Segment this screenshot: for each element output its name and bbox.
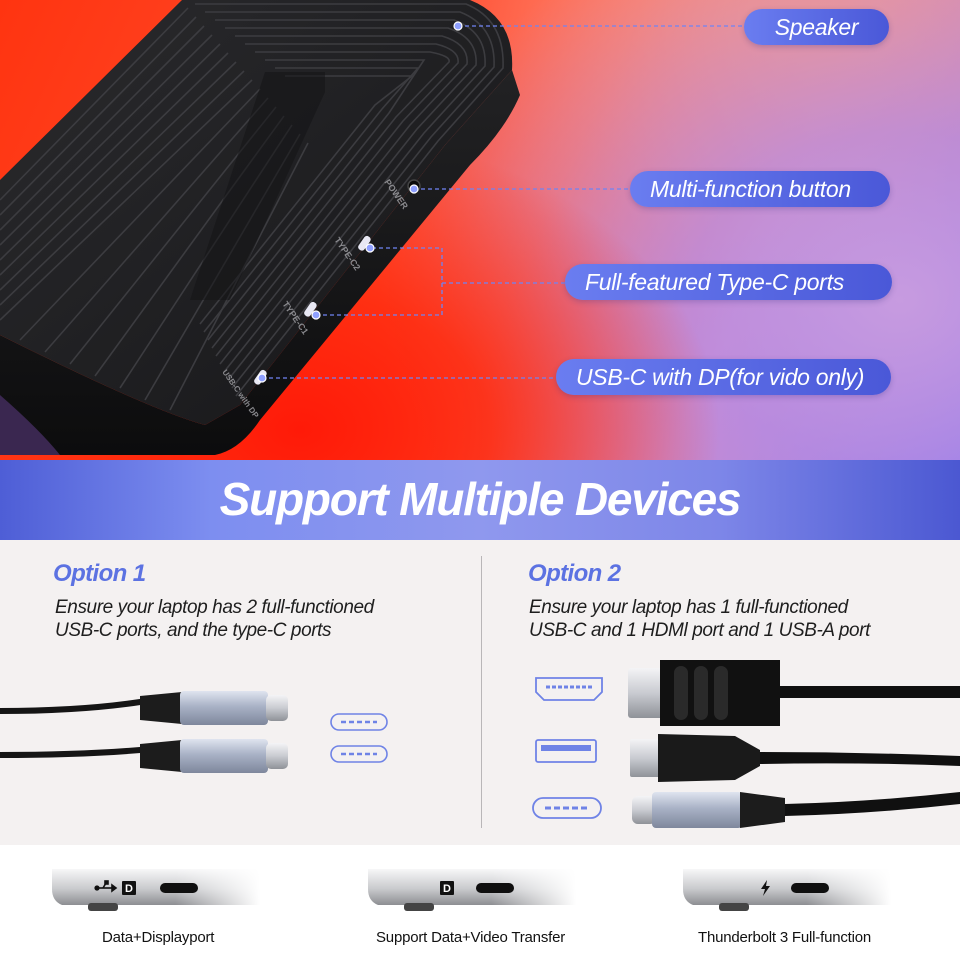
multi-function-button-callout: Multi-function button xyxy=(630,171,890,207)
type-c-ports-callout: Full-featured Type-C ports xyxy=(565,264,892,300)
hdmi-cable xyxy=(628,660,960,726)
svg-text:D: D xyxy=(125,883,133,895)
hdmi-port-icon xyxy=(535,677,603,701)
usb-a-port-icon xyxy=(535,739,597,763)
options-divider xyxy=(481,556,482,828)
option-1-description-line-1: Ensure your laptop has 2 full-functioned xyxy=(55,597,374,618)
options-section: Option 1 Ensure your laptop has 2 full-f… xyxy=(0,540,960,845)
thunderbolt-icon xyxy=(761,880,770,896)
laptop-caption-2: Support Data+Video Transfer xyxy=(376,929,566,946)
support-banner: Support Multiple Devices xyxy=(0,460,960,540)
svg-text:D: D xyxy=(443,883,451,895)
laptop-caption-1: Data+Displayport xyxy=(102,929,215,946)
option-2-description: Ensure your laptop has 1 full-functioned… xyxy=(529,596,929,642)
laptop-caption-3: Thunderbolt 3 Full-function xyxy=(698,929,872,946)
laptop-illustration-3 xyxy=(679,865,891,913)
option-1-description: Ensure your laptop has 2 full-functioned… xyxy=(55,596,455,642)
usb-a-cable xyxy=(630,734,960,782)
usb-c-port-icon xyxy=(330,745,388,763)
option-1-title: Option 1 xyxy=(53,560,146,587)
hero-section: POWER TYPE-C2 TYPE-C1 USB-C with DP Spea… xyxy=(0,0,960,460)
speaker-callout: Speaker xyxy=(744,9,889,45)
usb-c-port-icon xyxy=(532,797,602,819)
usb-c-port-icon xyxy=(791,883,829,893)
displayport-icon: D xyxy=(122,881,136,895)
usb-c-port-icon xyxy=(330,713,388,731)
displayport-icon: D xyxy=(440,881,454,895)
laptop-section: D Data+Displayport D Support Data+Video … xyxy=(0,845,960,960)
option-1-cable-2 xyxy=(0,739,288,773)
option-2-description-line-1: Ensure your laptop has 1 full-functioned xyxy=(529,597,848,618)
option-1-cable-1 xyxy=(0,691,288,725)
laptop-illustration-2: D xyxy=(364,865,576,913)
callout-connectors xyxy=(257,21,744,383)
usb-c-port-icon xyxy=(160,883,198,893)
usb-icon xyxy=(94,880,118,893)
option-1-description-line-2: USB-C ports, and the type-C ports xyxy=(55,620,332,641)
device-illustration: POWER TYPE-C2 TYPE-C1 USB-C with DP xyxy=(0,0,520,455)
option-2-title: Option 2 xyxy=(528,560,621,587)
usb-c-port-icon xyxy=(476,883,514,893)
usb-c-cable xyxy=(632,792,960,828)
option-2-description-line-2: USB-C and 1 HDMl port and 1 USB-A port xyxy=(529,620,871,641)
usb-c-dp-callout: USB-C with DP(for vido only) xyxy=(556,359,891,395)
banner-title: Support Multiple Devices xyxy=(219,473,742,525)
laptop-illustration-1: D xyxy=(48,865,260,913)
options-illustration xyxy=(0,660,960,828)
